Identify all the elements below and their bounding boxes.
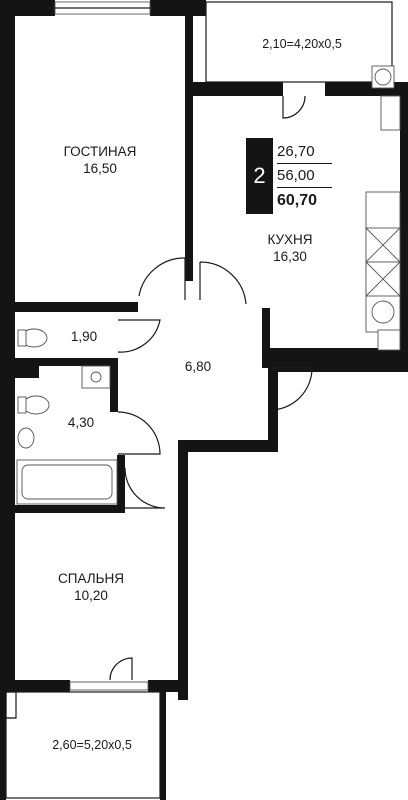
wall-bedroom-bottom-left [0, 680, 70, 692]
wall-hall-right [178, 440, 188, 700]
balcony-top-frame [205, 1, 393, 83]
door-entrance [269, 367, 313, 411]
doors [109, 95, 313, 681]
wall-hall-right-step [178, 440, 278, 452]
wall-balcony-bottom-right [160, 692, 166, 800]
kitchen-sink [371, 300, 395, 324]
bedroom-label: СПАЛЬНЯ 10,20 [58, 570, 124, 604]
wall-kitchen-left-lower [262, 308, 270, 368]
bathroom-area: 4,30 [67, 415, 95, 430]
door-toilet [117, 319, 161, 353]
kitchen-name: КУХНЯ [267, 232, 313, 247]
toilet-area: 1,90 [70, 329, 98, 344]
wall-toilet-bottom [0, 358, 118, 366]
balcony-top-label: 2,10=4,20x0,5 [262, 37, 342, 51]
door-living [138, 257, 186, 300]
wall-bedroom-bottom-right [148, 680, 188, 692]
balcony-bottom-label: 2,60=5,20x0,5 [52, 738, 132, 752]
living-area-value: 26,70 [277, 140, 332, 164]
bedroom-name: СПАЛЬНЯ [58, 571, 124, 586]
bedroom-area: 10,20 [74, 588, 108, 603]
living-room-label: ГОСТИНАЯ 16,50 [64, 143, 137, 177]
sub-area-value: 56,00 [277, 164, 332, 188]
area-summary: 2 26,70 56,00 60,70 [246, 138, 332, 214]
wall-balcony-top-bottom-left [185, 82, 283, 96]
balcony-bottom-frame [5, 691, 161, 799]
wall-right-kitchen [400, 82, 408, 372]
wall-notch-inner [15, 366, 21, 378]
kitchen-fridge [377, 329, 401, 351]
wall-balcony-bottom-left [0, 692, 6, 800]
bath-sink [17, 427, 35, 449]
wall-balcony-top-bottom-right [325, 82, 408, 96]
hallway-area: 6,80 [184, 359, 212, 374]
wall-bath-right [110, 362, 118, 412]
kitchen-area: 16,30 [273, 249, 307, 264]
rooms-count-badge: 2 [246, 138, 273, 214]
wall-toilet-top [0, 302, 138, 312]
window-bedroom [69, 681, 149, 691]
door-kitchen [199, 261, 247, 305]
total-area-value: 60,70 [277, 192, 318, 209]
bath-toilet [22, 395, 50, 415]
door-balcony-bottom [109, 657, 133, 681]
fixtures [16, 65, 401, 505]
living-room-name: ГОСТИНАЯ [63, 144, 137, 159]
balcony-bottom-inner [5, 691, 17, 719]
kitchen-shelf [380, 95, 401, 131]
door-balcony-top [282, 95, 306, 119]
living-room-area: 16,50 [83, 161, 117, 176]
door-bedroom [124, 467, 166, 509]
door-bath [117, 411, 161, 455]
wall-bath-bottom [0, 505, 125, 513]
wall-top-mid [150, 0, 206, 16]
wall-left [0, 0, 15, 692]
wall-bath-right-lower [117, 455, 125, 513]
wall-living-right [185, 16, 193, 281]
kitchen-label: КУХНЯ 16,30 [267, 231, 312, 265]
